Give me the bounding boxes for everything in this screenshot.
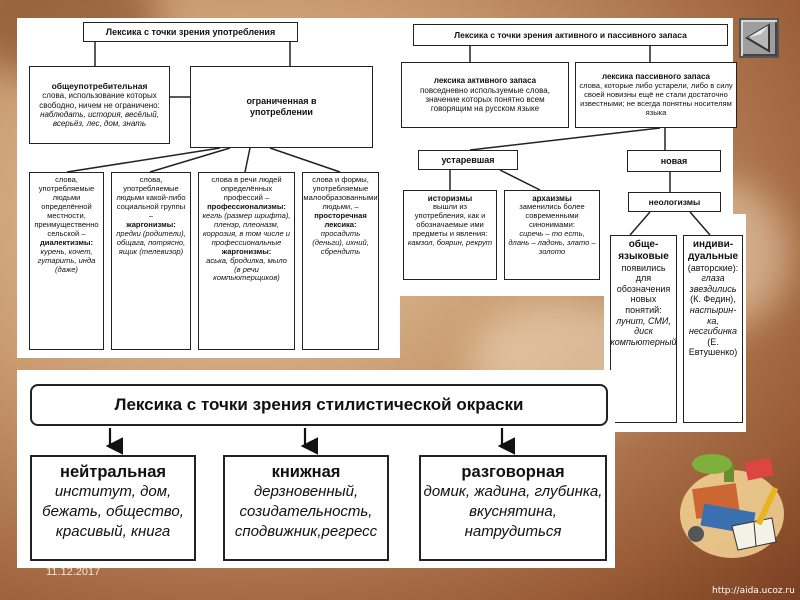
jargon-box: слова, употребляемые людьми какой-либо с… — [111, 172, 191, 350]
active-vocab-text: повседневно используемые слова, значение… — [420, 85, 550, 114]
jargon-text: слова, употребляемые людьми какой-либо с… — [116, 175, 186, 220]
stock-title: Лексика с точки зрения активного и пасси… — [454, 29, 687, 40]
colloquial-title: разговорная — [461, 463, 565, 481]
professional-jargon-examples: аська, бродилка, мыло (в речи компьютерщ… — [206, 255, 287, 283]
common-vocab-box: общеупотребительная слова, использование… — [29, 66, 170, 144]
archaisms-title: архаизмы — [532, 194, 572, 203]
common-neologisms-examples: лунит, СМИ, диск (компьютерный) — [610, 315, 677, 347]
bookish-title: книжная — [271, 463, 341, 481]
historisms-text: вышли из употребления, как и обозначаемы… — [412, 202, 488, 239]
professional-examples: кегль (размер шрифта), пленэр, плеоназм,… — [202, 210, 291, 247]
neutral-examples: институт, дом, бежать, общество, красивы… — [42, 483, 184, 541]
common-vocab-examples: наблюдать, история, весёлый, всерьёз, ле… — [40, 110, 159, 129]
individual-neologisms-author2: (Е. Евтушенко) — [688, 336, 738, 358]
neutral-box: нейтральная институт, дом, бежать, общес… — [30, 455, 196, 561]
individual-neologisms-author1: (К. Федин), — [690, 294, 736, 305]
archaisms-box: архаизмы заменились более современными с… — [504, 190, 600, 280]
passive-vocab-box: лексика пассивного запаса слова, которые… — [575, 62, 737, 128]
passive-vocab-title: лексика пассивного запаса — [601, 72, 711, 82]
slide-date: 11.12.2017 — [46, 566, 101, 578]
dialect-term: диалектизмы: — [39, 237, 94, 247]
historisms-examples: камзол, боярин, рекрут — [407, 238, 493, 248]
usage-title: Лексика с точки зрения употребления — [105, 26, 276, 37]
colloquial-box: разговорная домик, жадина, глубинка, вку… — [419, 455, 607, 561]
style-title-box: Лексика с точки зрения стилистической ок… — [30, 384, 608, 426]
obsolete-label: устаревшая — [441, 154, 495, 165]
stock-title-box: Лексика с точки зрения активного и пасси… — [413, 24, 728, 46]
individual-neologisms-box: индиви-дуальные (авторские): глаза звезд… — [683, 235, 743, 423]
historisms-box: историзмы вышли из употребления, как и о… — [403, 190, 497, 280]
jargon-term: жаргонизмы: — [126, 219, 176, 229]
vernacular-examples: просадить (деньги), ихний, сбрендить — [312, 228, 369, 256]
common-neologisms-title: обще-языковые — [618, 239, 669, 262]
bookish-examples: дерзновенный, созидательность, сподвижни… — [234, 483, 378, 541]
archaisms-text: заменились более современными синонимами… — [519, 202, 585, 230]
jargon-examples: предки (родители), общага, потрясно, ящи… — [116, 228, 186, 256]
individual-neologisms-text: (авторские): — [687, 262, 739, 273]
common-neologisms-box: обще-языковые появились для обозначения … — [610, 235, 677, 423]
dialect-examples: курень, кочет, гутарить, инда (даже) — [37, 246, 96, 274]
new-label: новая — [660, 155, 688, 166]
professional-text: слова в речи людей определённых професси… — [211, 175, 282, 202]
active-vocab-title: лексика активного запаса — [433, 76, 537, 86]
restricted-vocab-title: ограниченная в употреблении — [246, 96, 317, 117]
historisms-title: историзмы — [427, 194, 473, 203]
restricted-vocab-box: ограниченная в употреблении — [190, 66, 373, 148]
colloquial-examples: домик, жадина, глубинка, вкуснятина, нат… — [423, 483, 603, 541]
individual-neologisms-title: индиви-дуальные — [687, 239, 739, 262]
active-vocab-box: лексика активного запаса повседневно исп… — [401, 62, 569, 128]
vernacular-text: слова и формы, употребляемые малообразов… — [303, 175, 378, 211]
common-vocab-title: общеупотребительная — [51, 81, 148, 92]
footer-url[interactable]: http://aida.ucoz.ru — [712, 586, 795, 596]
professional-jargon-term: жаргонизмы: — [221, 246, 272, 256]
vernacular-box: слова и формы, употребляемые малообразов… — [302, 172, 379, 350]
passive-vocab-text: слова, которые либо устарели, либо в сил… — [579, 80, 733, 117]
professional-box: слова в речи людей определённых професси… — [198, 172, 295, 350]
dialect-text: слова, употребляемые людьми определённой… — [34, 175, 99, 238]
vernacular-term: просторечная лексика: — [314, 210, 367, 229]
bookish-box: книжная дерзновенный, созидательность, с… — [223, 455, 389, 561]
individual-neologisms-examples: глаза звездились — [689, 273, 737, 294]
common-vocab-text: слова, использование которых свободно, н… — [39, 91, 160, 110]
new-box: новая — [627, 150, 721, 172]
archaisms-examples: сиречь – то есть, длань – ладонь, злато … — [508, 229, 596, 257]
professional-term: профессионализмы: — [207, 201, 286, 211]
neologisms-box: неологизмы — [628, 192, 721, 212]
school-supplies-icon — [680, 454, 784, 558]
back-triangle-icon[interactable] — [739, 18, 779, 58]
neutral-title: нейтральная — [59, 463, 167, 481]
obsolete-box: устаревшая — [418, 150, 518, 170]
usage-title-box: Лексика с точки зрения употребления — [83, 22, 298, 42]
common-neologisms-text: появились для обозначения новых понятий: — [616, 262, 671, 316]
individual-neologisms-examples2: настырин-ка, несгибинка — [688, 305, 738, 337]
style-title: Лексика с точки зрения стилистической ок… — [114, 394, 524, 414]
dialect-box: слова, употребляемые людьми определённой… — [29, 172, 104, 350]
neologisms-label: неологизмы — [648, 196, 701, 207]
